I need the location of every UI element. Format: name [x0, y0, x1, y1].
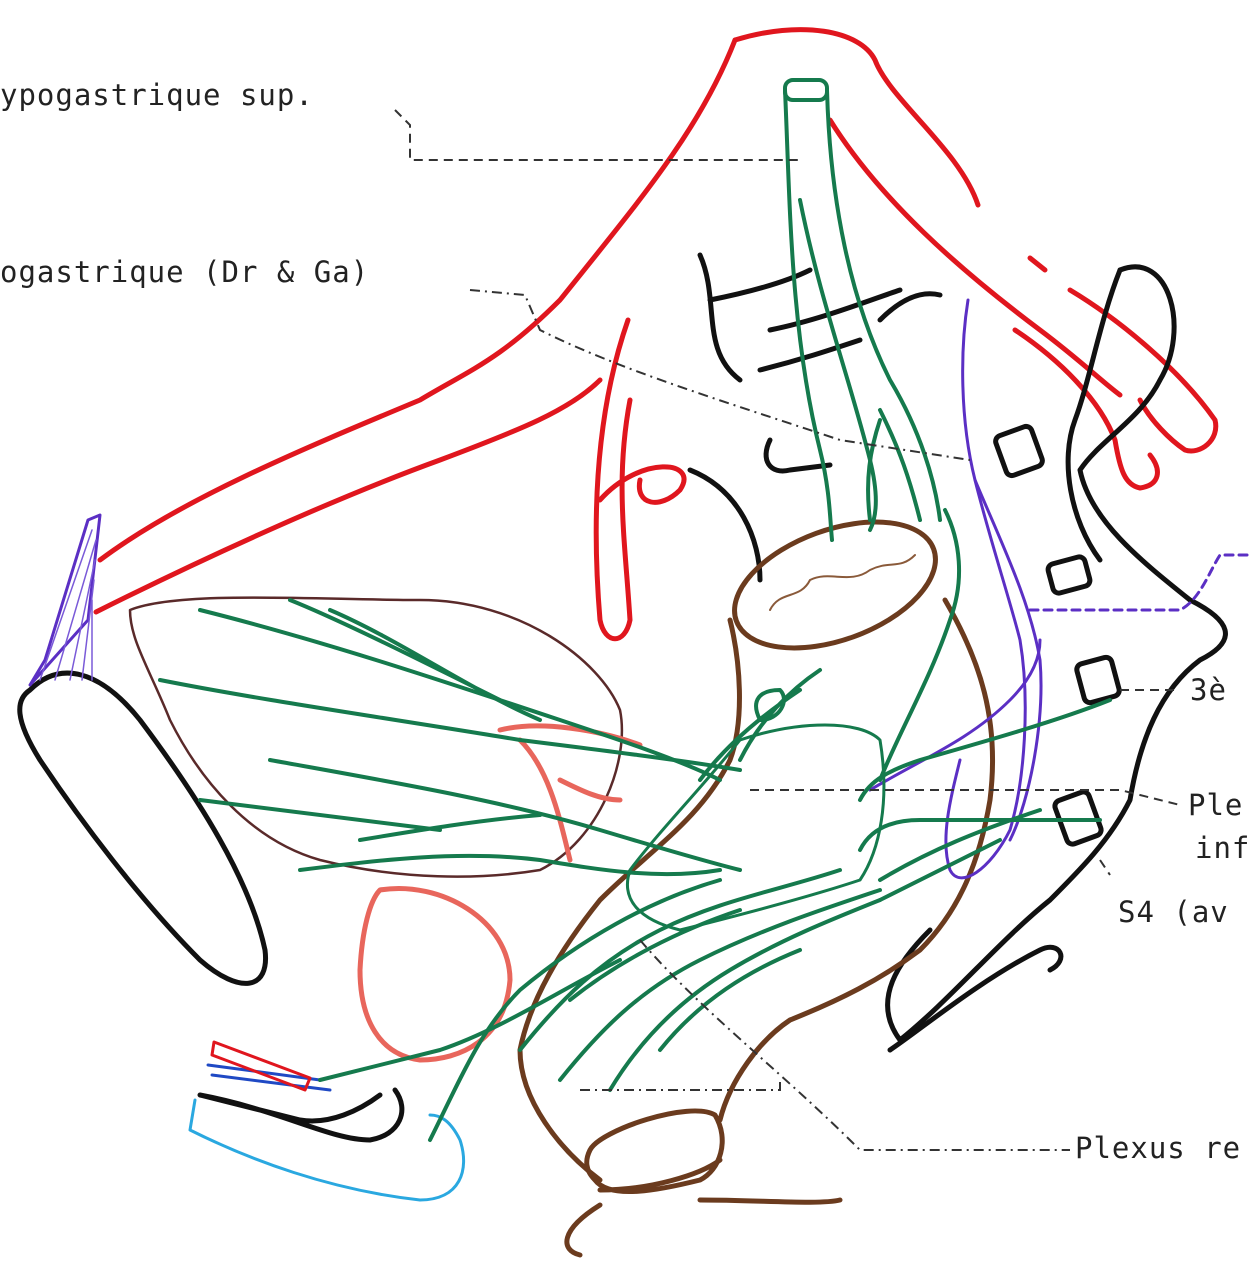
leader-s4: [1100, 860, 1110, 875]
label-s4: S4 (av: [1118, 895, 1229, 929]
inguinal-ligament: [30, 515, 100, 685]
bones: [20, 255, 1226, 1140]
nerve-plexus: [160, 80, 1110, 1140]
sacrum-inner: [1068, 270, 1120, 560]
rectal-branch-3: [610, 900, 880, 1090]
perineum-line: [890, 947, 1061, 1050]
urogenital-base: [200, 1090, 402, 1140]
right-iliac-outer: [1030, 258, 1216, 451]
sacrum-outline: [700, 255, 940, 380]
leader-plexus-inf: [750, 790, 1180, 805]
vesical-branch-3: [270, 760, 740, 870]
pubic-bone: [20, 673, 266, 983]
leader-lines: [395, 110, 1180, 1150]
labels: ypogastrique sup. ogastrique (Dr & Ga) 3…: [0, 78, 1250, 1165]
external-iliac-lower-wall: [96, 380, 600, 612]
rectum-right-wall: [720, 600, 993, 1120]
vesical-branch-1: [160, 680, 740, 770]
rectum-lumen: [770, 555, 915, 610]
sacral-foramen-2: [994, 425, 1044, 477]
sacral-splanchnic-2: [860, 700, 1110, 800]
vesical-branch-5: [300, 856, 720, 874]
anal-sphincter: [567, 1111, 840, 1255]
vesical-branch-6: [200, 800, 540, 840]
arteries: [96, 30, 1216, 639]
label-third-sacral: 3è: [1190, 673, 1227, 707]
ligament-hatch: [40, 530, 96, 680]
iliac-loop-branch: [600, 467, 684, 502]
label-plexus-inf-1: Ple: [1188, 788, 1243, 822]
vesical-branch-4: [290, 600, 540, 720]
prostate-body: [360, 888, 510, 1060]
label-hypogastric-sup: ypogastrique sup.: [0, 78, 314, 112]
sacral-foramen-3: [1047, 556, 1091, 595]
ligament-outline: [30, 515, 100, 685]
sacral-foramen-4: [1075, 656, 1120, 704]
rectum: [520, 497, 993, 1255]
pudendal-branch: [975, 480, 1041, 840]
rectal-branch-1: [520, 870, 840, 1050]
sup-hypogastric-right: [827, 90, 940, 520]
leader-hypogastric-sup: [395, 110, 800, 160]
label-hypogastric-dr-ga: ogastrique (Dr & Ga): [0, 255, 369, 289]
rectum-top: [718, 497, 953, 672]
right-iliac-wall: [830, 120, 1120, 395]
sacral-body-line: [690, 470, 760, 580]
label-plexus-inf-2: inf: [1195, 831, 1250, 865]
label-plexus-rectal: Plexus re: [1075, 1131, 1241, 1165]
superior-hypogastric-top: [785, 80, 827, 100]
hypogastric-right-nerve: [800, 200, 876, 530]
urethra-outline: [190, 1100, 464, 1200]
aorta-bifurcation-left: [735, 30, 978, 205]
sacral-splanchnic-1: [880, 510, 959, 780]
